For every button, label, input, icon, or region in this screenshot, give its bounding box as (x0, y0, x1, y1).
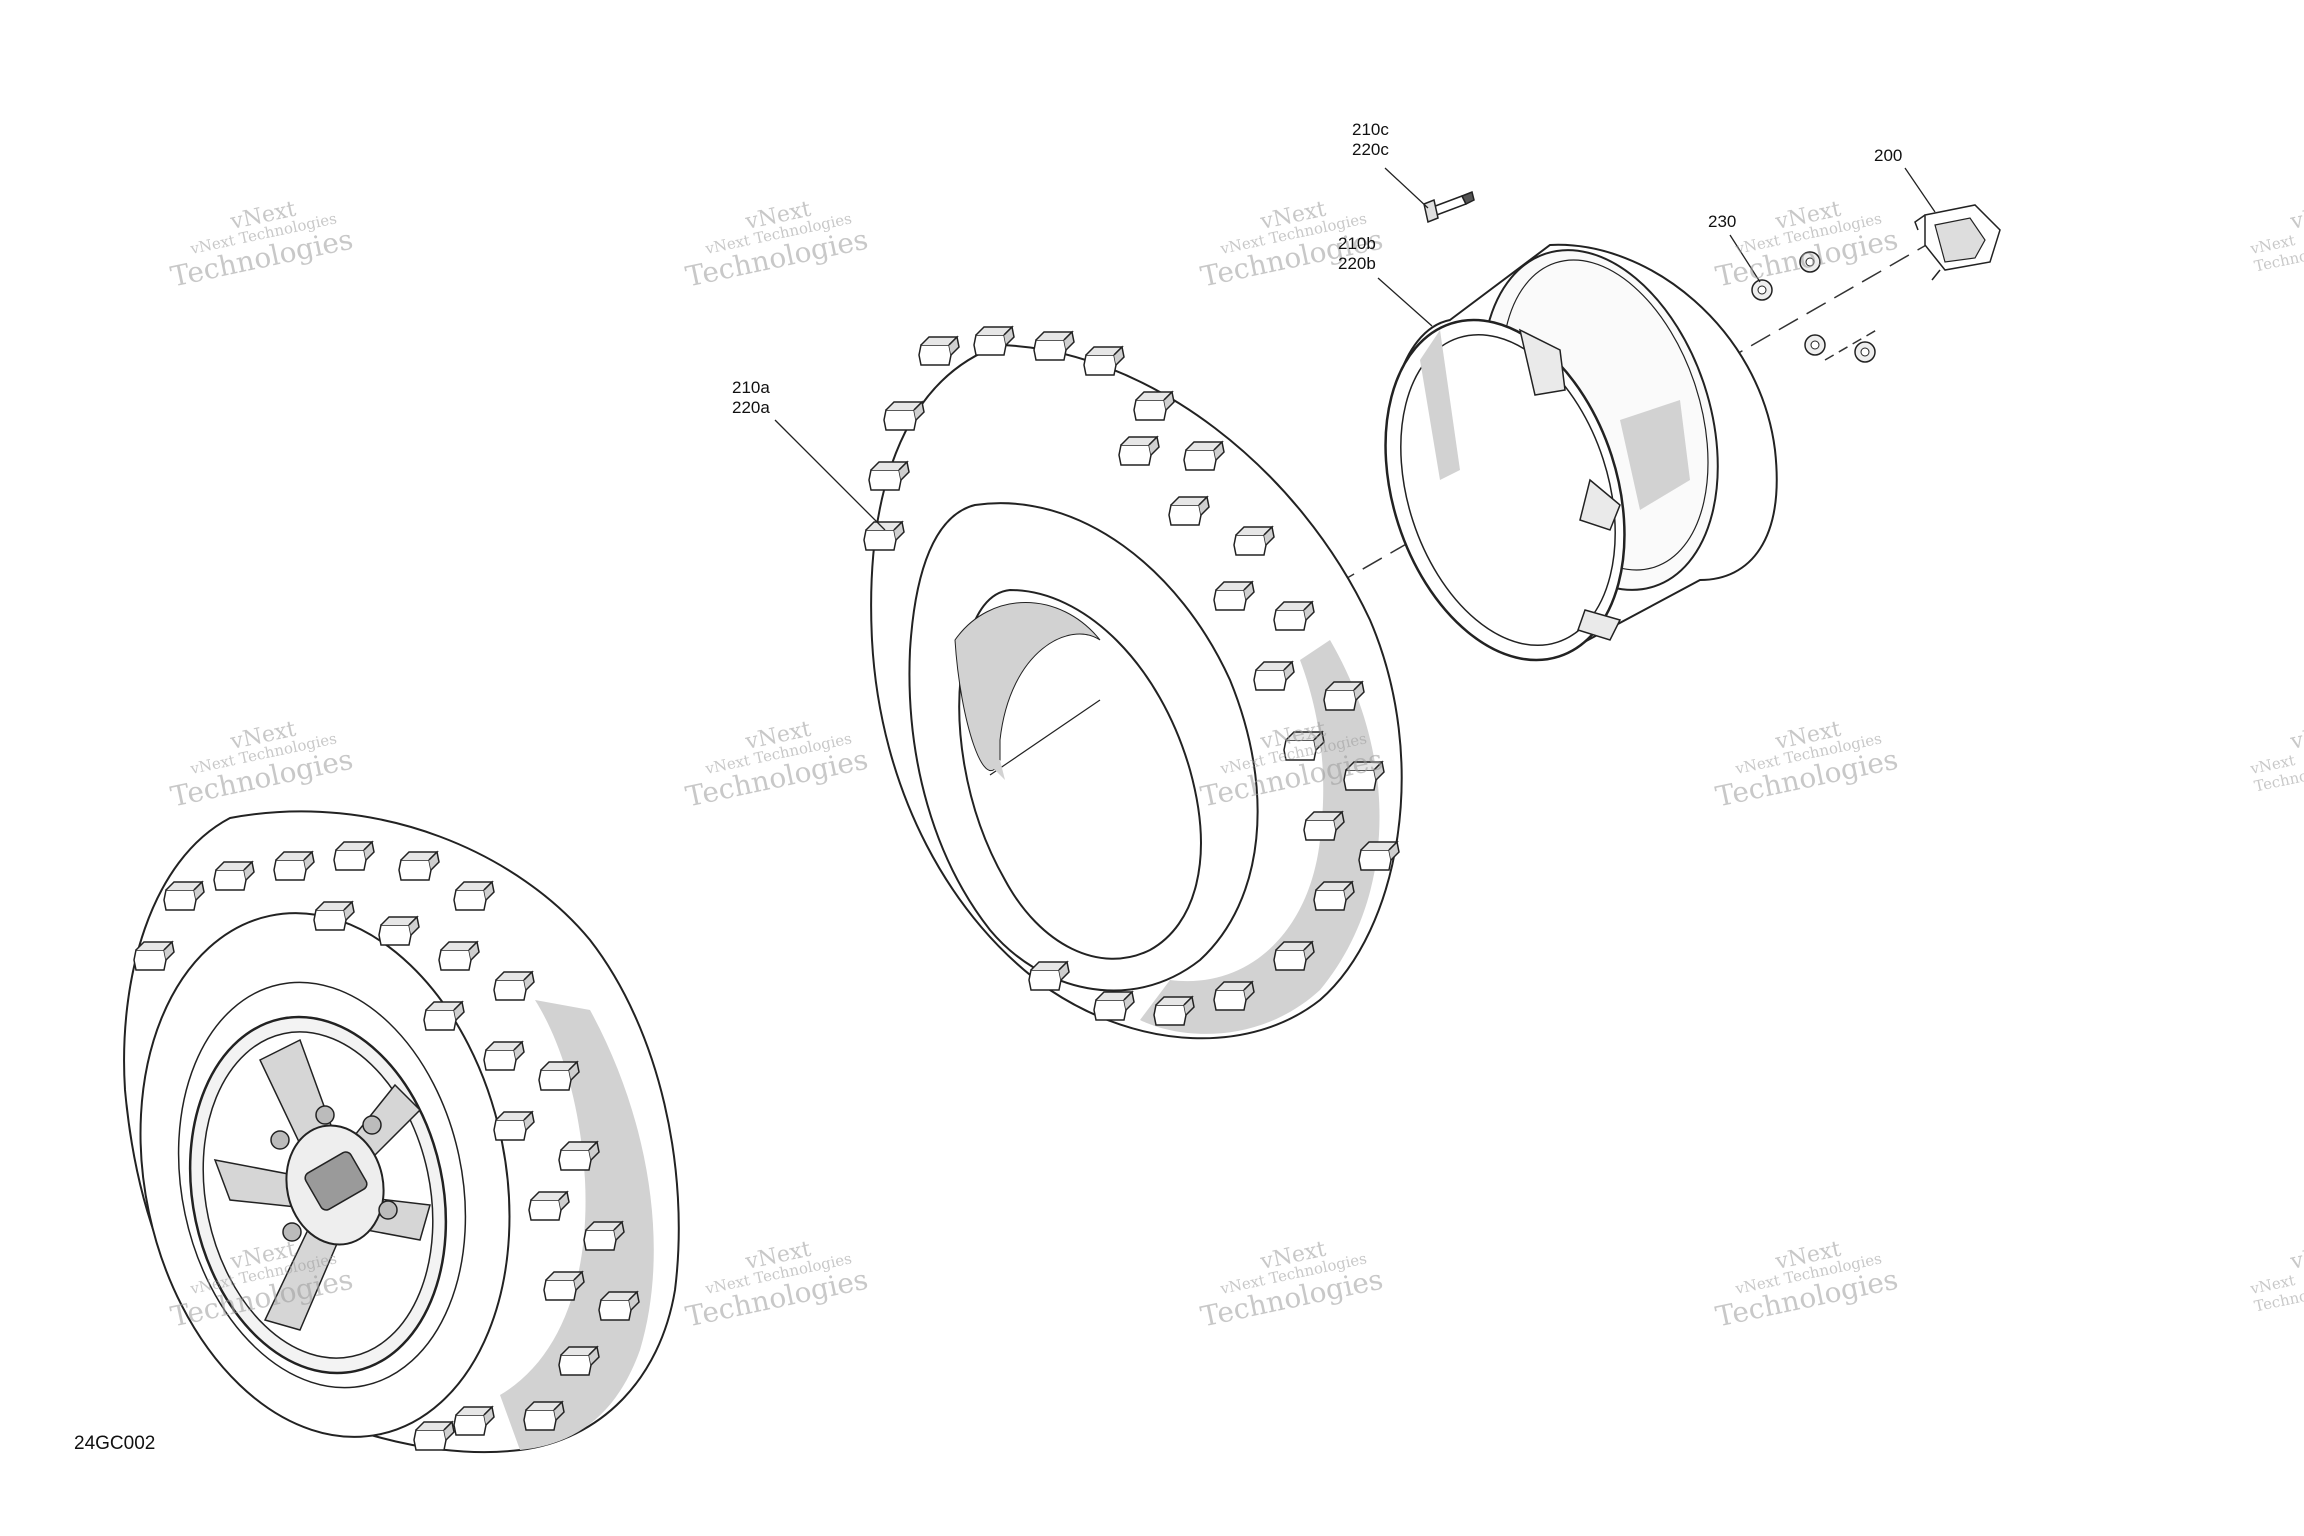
callout-200: 200 (1874, 146, 1902, 166)
leader-210c (1384, 167, 1429, 209)
axis-stud-lower (1824, 327, 1881, 361)
callout-label: 210b (1338, 234, 1376, 253)
callout-230: 230 (1708, 212, 1736, 232)
callout-label: 220a (732, 398, 770, 417)
leader-200 (1904, 167, 1936, 213)
leader-210b (1377, 277, 1433, 327)
assembled-wheel (123, 810, 680, 1454)
callout-label: 210c (1352, 120, 1389, 139)
callout-label: 210a (732, 378, 770, 397)
leader-210a (774, 419, 886, 531)
figure-code: 24GC002 (74, 1433, 156, 1454)
callout-label: 220c (1352, 140, 1389, 159)
callout-210b-220b: 210b 220b (1338, 234, 1376, 274)
tire (863, 326, 1403, 1040)
leader-230 (1729, 234, 1761, 283)
callout-210a-220a: 210a 220a (732, 378, 770, 418)
callout-label: 200 (1874, 146, 1903, 165)
hub-cap (1914, 204, 2001, 281)
callout-label: 220b (1338, 254, 1376, 273)
callout-label: 230 (1708, 212, 1737, 231)
rim (1384, 243, 1778, 662)
callout-210c-220c: 210c 220c (1352, 120, 1389, 160)
valve-stem (1423, 190, 1475, 224)
wheel-nuts (1751, 251, 1876, 363)
